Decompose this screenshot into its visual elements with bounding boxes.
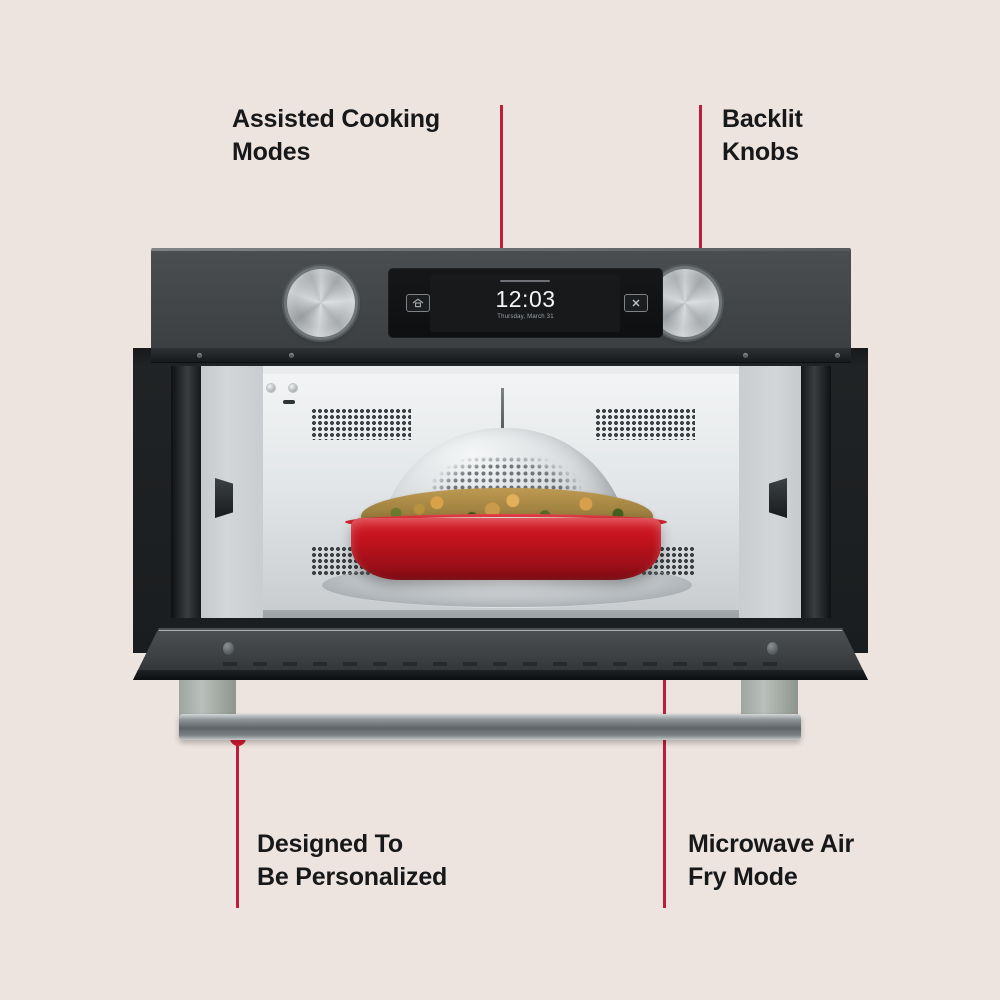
display-clock-time: 12:03 [495, 286, 556, 312]
frame-screw [743, 353, 748, 358]
callout-line-backlit-knobs [699, 105, 702, 300]
callout-line-assisted-cooking-modes [500, 105, 503, 277]
cavity-right-edge [801, 366, 831, 618]
door-hinge-bump [767, 642, 778, 655]
callout-label-assisted-cooking-modes: Assisted Cooking Modes [232, 105, 440, 166]
door-hinge-bump [223, 642, 234, 655]
door-top-highlight [158, 630, 843, 631]
cavity-left-edge [171, 366, 201, 618]
oven-door-handle[interactable] [179, 714, 801, 740]
oven-cavity-interior [171, 366, 831, 618]
oven-cavity-frame [133, 348, 868, 653]
red-casserole-dish [351, 518, 661, 580]
cavity-wall-fastener [289, 384, 297, 392]
oven-touchscreen-display[interactable]: 12:03 Thursday, March 31 [388, 268, 663, 338]
frame-screw [289, 353, 294, 358]
frame-screw [835, 353, 840, 358]
callout-label-microwave-air-fry-mode: Microwave Air Fry Mode [688, 830, 854, 891]
dome-cover-handle [501, 388, 504, 432]
handle-post-right [741, 680, 798, 720]
callout-line-microwave-air-fry-vertical [663, 471, 666, 908]
handle-post-left [179, 680, 236, 720]
cavity-wall-slot [283, 400, 295, 404]
panel-highlight [151, 248, 851, 251]
cavity-rack-support [215, 478, 233, 518]
cavity-vent-panel [595, 408, 695, 440]
cavity-rack-support [769, 478, 787, 518]
close-x-icon[interactable] [624, 294, 648, 312]
callout-line-designed-to-be-personalized [236, 738, 239, 908]
frame-screw [197, 353, 202, 358]
door-vent-slots [223, 662, 778, 666]
microwave-wall-oven: 12:03 Thursday, March 31 [133, 248, 868, 740]
callout-label-backlit-knobs: Backlit Knobs [722, 105, 803, 166]
left-control-knob[interactable] [287, 269, 355, 337]
display-date: Thursday, March 31 [497, 314, 554, 320]
door-front-edge [133, 670, 868, 680]
oven-door-open[interactable] [133, 628, 868, 680]
display-notch [500, 280, 550, 282]
callout-label-designed-to-be-personalized: Designed To Be Personalized [257, 830, 448, 891]
oven-control-panel: 12:03 Thursday, March 31 [151, 248, 851, 348]
cavity-wall-fastener [267, 384, 275, 392]
display-active-area [430, 274, 620, 332]
cavity-top-lip [151, 348, 851, 363]
home-icon[interactable] [406, 294, 430, 312]
cavity-vent-panel [311, 408, 411, 440]
